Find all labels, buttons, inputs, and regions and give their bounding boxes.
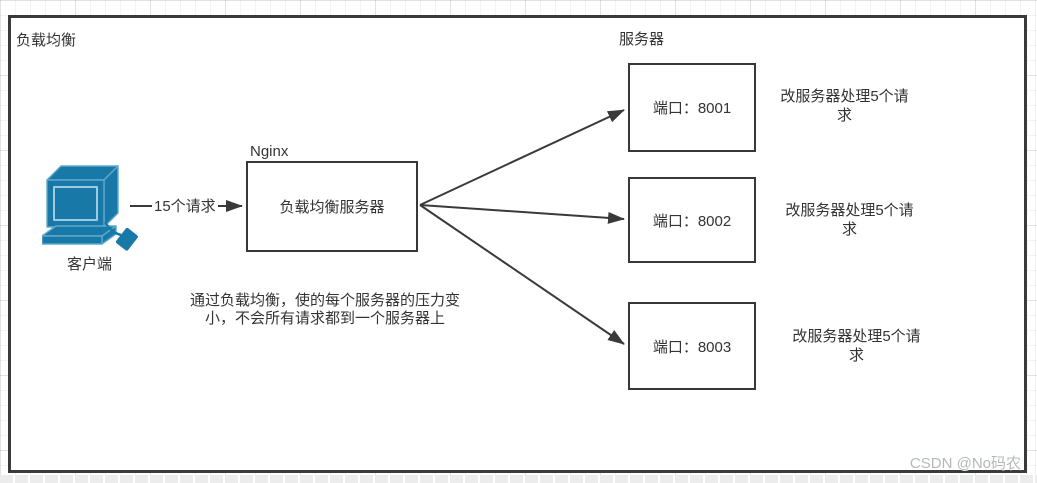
server-note-line2: 求 <box>848 347 864 364</box>
csdn-watermark: CSDN @No码农 <box>909 455 1021 472</box>
load-balancer-label: 负载均衡服务器 <box>279 199 385 216</box>
nginx-caption: Nginx <box>250 143 289 160</box>
server-box-8001: 端口：8001 <box>628 63 756 152</box>
server-box-8003: 端口：8003 <box>628 302 756 390</box>
server-port-label: 端口：8001 <box>652 100 732 117</box>
description-line2: 小，不会所有请求都到一个服务器上 <box>204 310 445 327</box>
load-balancing-frame <box>8 15 1027 473</box>
server-note-8002: 改服务器处理5个请 求 <box>757 201 942 239</box>
mouse-cable <box>103 221 122 237</box>
client-computer-icon <box>42 165 138 251</box>
server-note-line1: 改服务器处理5个请 <box>792 328 921 345</box>
mouse-icon <box>115 228 138 251</box>
bottom-grid-band <box>0 475 1037 483</box>
server-box-8002: 端口：8002 <box>628 177 756 263</box>
server-note-line2: 求 <box>836 107 852 124</box>
request-count-label: 15个请求 <box>152 198 218 215</box>
server-port-label: 端口：8003 <box>652 338 732 356</box>
load-balancer-box: 负载均衡服务器 <box>246 161 418 252</box>
client-label: 客户端 <box>66 256 112 273</box>
server-note-line2: 求 <box>841 221 857 238</box>
server-note-line1: 改服务器处理5个请 <box>780 88 909 105</box>
server-group-title: 服务器 <box>619 31 665 48</box>
description-line1: 通过负载均衡，使的每个服务器的压力变 <box>189 292 460 309</box>
server-note-8003: 改服务器处理5个请 求 <box>764 327 949 365</box>
description-text: 通过负载均衡，使的每个服务器的压力变 小，不会所有请求都到一个服务器上 <box>160 292 490 328</box>
server-port-label: 端口：8002 <box>652 212 732 230</box>
frame-title: 负载均衡 <box>16 32 77 49</box>
server-note-8001: 改服务器处理5个请 求 <box>752 87 937 125</box>
server-note-line1: 改服务器处理5个请 <box>785 202 914 219</box>
